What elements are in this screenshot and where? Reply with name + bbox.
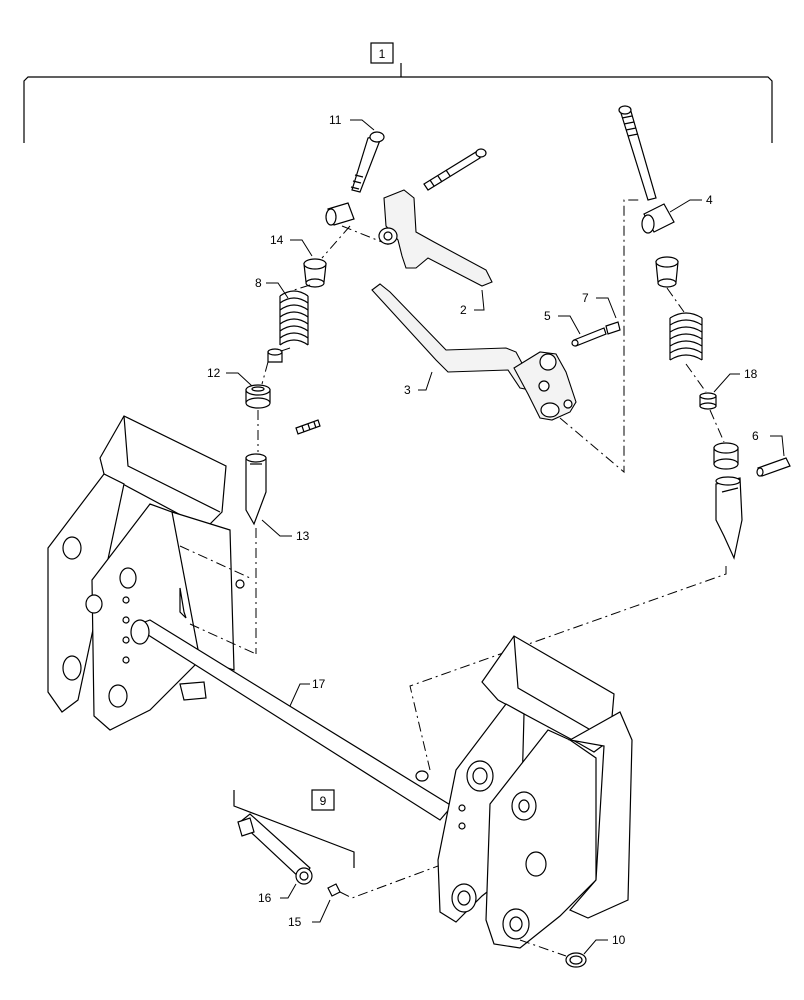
dash-frame-left (179, 545, 257, 655)
small-pin-upper (423, 148, 487, 191)
sleeve-part-4 (641, 203, 675, 234)
clip-part-7 (605, 321, 621, 335)
assembly-label-box (370, 42, 394, 64)
nut-part-14 (303, 258, 327, 288)
spring-part-8 (279, 290, 309, 346)
assembly-label: 1 (379, 47, 386, 61)
callout-16: 16 (258, 891, 272, 905)
callout-3: 3 (404, 383, 411, 397)
pin-part-11 (350, 131, 385, 193)
pin-part-16 (237, 813, 313, 885)
leader-5 (558, 315, 581, 335)
leader-3 (418, 371, 433, 391)
leader-4 (669, 199, 702, 213)
frame-right (437, 635, 633, 949)
spring-right (669, 312, 703, 361)
kit-label-box (311, 789, 335, 811)
assembly-bracket: 1 (23, 42, 773, 143)
callout-15: 15 (288, 915, 302, 929)
leader-15 (312, 899, 331, 923)
kit-bracket-line (233, 790, 355, 868)
assembly-bracket-line (23, 63, 773, 143)
leader-14 (290, 239, 313, 257)
dash-right-plunger-to-frame (409, 566, 727, 771)
nut-right (655, 256, 679, 288)
dash-left-stack (261, 225, 351, 385)
washer-small (267, 348, 283, 363)
leader-13 (261, 519, 292, 537)
callout-12: 12 (207, 366, 221, 380)
dash-kit-to-frame (339, 865, 439, 899)
frame-left (47, 415, 245, 731)
kit-bracket: 9 (233, 789, 355, 868)
link-part-2 (378, 189, 493, 287)
shaft-part-17 (130, 619, 453, 821)
callout-13: 13 (296, 529, 310, 543)
leader-2 (474, 289, 485, 311)
rod-right (618, 105, 657, 201)
snap-ring-part-10 (565, 952, 587, 968)
dash-lever-to-right (559, 199, 640, 474)
plunger-part-13 (245, 419, 321, 526)
callout-2: 2 (460, 303, 467, 317)
callout-10: 10 (612, 933, 626, 947)
callout-4: 4 (706, 193, 713, 207)
dash-plunger-line (255, 410, 259, 654)
collar-right-lower (713, 442, 739, 470)
fitting-part-15 (327, 883, 341, 897)
leader-12 (226, 372, 253, 387)
leader-10 (583, 939, 608, 955)
plunger-right (715, 476, 743, 560)
pin-part-5 (571, 327, 607, 347)
dash-frame-to-ring (519, 939, 567, 957)
callout-18: 18 (744, 367, 758, 381)
handle-lever-part-3 (371, 283, 577, 421)
roll-pin-part-6 (756, 457, 791, 477)
dash-right-stack (666, 287, 707, 393)
kit-label: 9 (320, 794, 327, 808)
leader-7 (596, 297, 617, 319)
callout-14: 14 (270, 233, 284, 247)
callout-6: 6 (752, 429, 759, 443)
collar-part-18 (699, 392, 717, 410)
callout-8: 8 (255, 276, 262, 290)
callout-5: 5 (544, 309, 551, 323)
collar-part-12 (245, 384, 271, 409)
leader-8 (266, 282, 289, 299)
callout-17: 17 (312, 677, 326, 691)
leader-16 (280, 883, 297, 899)
leader-18 (713, 373, 740, 393)
leader-11 (350, 119, 375, 131)
callout-7: 7 (582, 291, 589, 305)
leader-6 (770, 435, 785, 457)
dash-18-to-collar (709, 409, 725, 443)
bushing-part (325, 202, 355, 226)
leader-17 (289, 683, 310, 707)
callout-11: 11 (329, 113, 342, 127)
